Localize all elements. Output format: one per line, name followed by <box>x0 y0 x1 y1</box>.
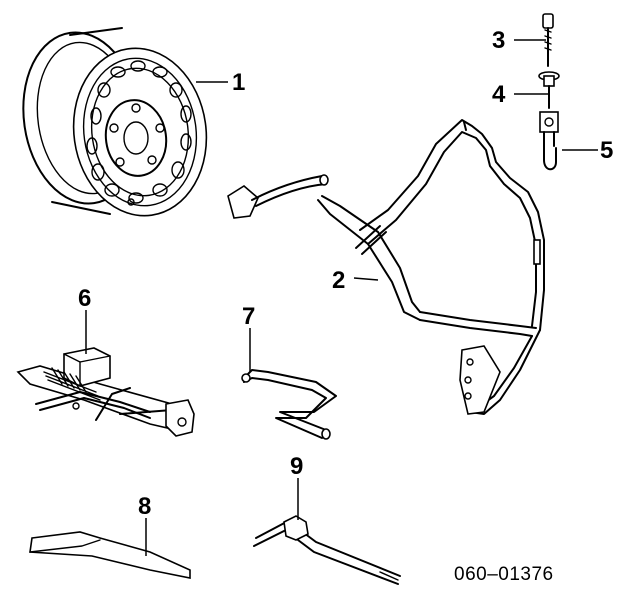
callout-3: 3 <box>492 27 505 54</box>
tire-carrier-part-2[interactable] <box>227 119 545 415</box>
spare-wheel-part-1[interactable] <box>13 25 217 225</box>
hook-bolt-part-3[interactable] <box>542 13 554 67</box>
callout-8: 8 <box>138 493 151 520</box>
lever-part-8[interactable] <box>29 531 191 579</box>
callout-2: 2 <box>332 267 345 294</box>
lug-wrench-part-9[interactable] <box>253 515 401 585</box>
scissor-jack-part-6[interactable] <box>16 347 195 437</box>
callout-5: 5 <box>600 137 613 164</box>
callout-labels: 1 2 3 4 5 6 7 8 9 <box>78 27 613 520</box>
washer-part-4[interactable] <box>538 71 560 109</box>
leader-lines <box>85 39 598 556</box>
jack-hatching <box>43 367 101 401</box>
callout-6: 6 <box>78 285 91 312</box>
rim-vent-holes <box>86 60 192 204</box>
callout-1: 1 <box>232 69 245 96</box>
hook-part-5[interactable] <box>539 111 559 171</box>
callout-4: 4 <box>492 81 506 108</box>
jack-handle-part-7[interactable] <box>241 369 337 440</box>
diagram-reference-code: 060–01376 <box>454 564 554 585</box>
callout-7: 7 <box>242 303 255 330</box>
callout-9: 9 <box>290 453 303 480</box>
